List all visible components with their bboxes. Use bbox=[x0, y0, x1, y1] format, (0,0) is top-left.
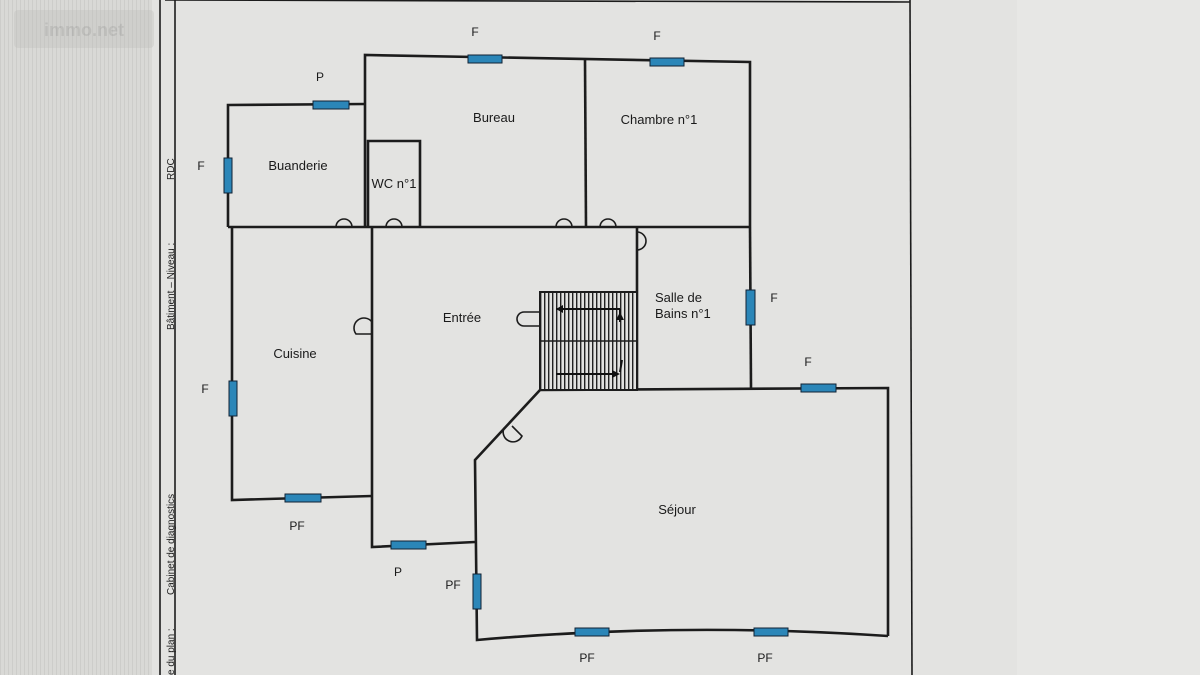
french-window-cuisine bbox=[284, 493, 322, 503]
watermark-logo: immo.net bbox=[14, 10, 154, 48]
company-label: Cabinet de diagnostics bbox=[166, 494, 177, 595]
french-window-sejour-left bbox=[472, 573, 482, 610]
window-chambre bbox=[649, 57, 685, 67]
label-buanderie-left: F bbox=[197, 159, 204, 173]
label-sejour-left: PF bbox=[445, 578, 460, 592]
svg-text:immo.net: immo.net bbox=[44, 20, 124, 40]
room-buanderie: Buanderie bbox=[268, 158, 327, 173]
french-window-sejour-bottom-right bbox=[753, 627, 789, 637]
plan-label: e du plan : bbox=[166, 628, 177, 675]
room-sdb-line2: Bains n°1 bbox=[655, 306, 711, 321]
label-buanderie-top: P bbox=[316, 70, 324, 84]
level-label: Bâtiment – Niveau : bbox=[166, 243, 177, 330]
label-chambre-top: F bbox=[653, 29, 660, 43]
room-sejour: Séjour bbox=[658, 502, 696, 517]
window-cuisine bbox=[228, 380, 238, 417]
window-sejour-top bbox=[800, 383, 837, 393]
room-bureau: Bureau bbox=[473, 110, 515, 125]
room-cuisine: Cuisine bbox=[273, 346, 316, 361]
label-bureau-top: F bbox=[471, 25, 478, 39]
room-entree: Entrée bbox=[443, 310, 481, 325]
window-sdb bbox=[745, 289, 756, 326]
door-buanderie bbox=[312, 100, 350, 110]
label-sejour-bottom-right: PF bbox=[757, 651, 772, 665]
label-sejour-bottom-left: PF bbox=[579, 651, 594, 665]
sheet-border bbox=[909, 0, 913, 675]
right-paper bbox=[1015, 0, 1200, 675]
door-entree bbox=[390, 540, 427, 550]
windows bbox=[223, 54, 837, 637]
label-sdb-right: F bbox=[770, 291, 777, 305]
room-sdb-line1: Salle de bbox=[655, 290, 702, 305]
label-entree-bottom: P bbox=[394, 565, 402, 579]
level-value: RDC bbox=[166, 158, 177, 180]
sheet-border-top bbox=[164, 0, 911, 3]
window-buanderie bbox=[223, 157, 233, 194]
label-cuisine-bottom: PF bbox=[289, 519, 304, 533]
french-window-sejour-bottom-left bbox=[574, 627, 610, 637]
room-chambre: Chambre n°1 bbox=[621, 112, 698, 127]
staircase bbox=[516, 291, 638, 391]
label-cuisine-left: F bbox=[201, 382, 208, 396]
room-wc: WC n°1 bbox=[372, 176, 417, 191]
label-sejour-top: F bbox=[804, 355, 811, 369]
window-bureau bbox=[467, 54, 503, 64]
